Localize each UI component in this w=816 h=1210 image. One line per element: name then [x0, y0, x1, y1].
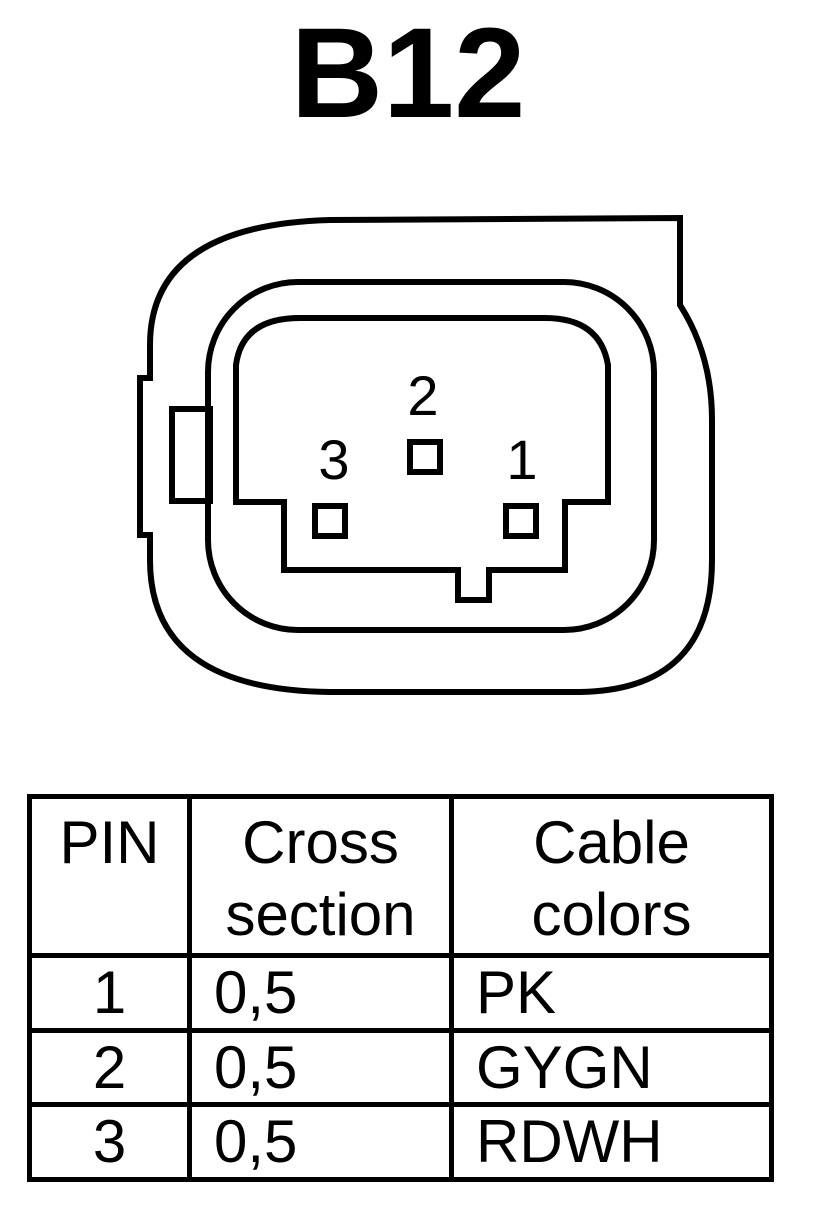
row-3-cross-section: 0,5: [187, 1102, 454, 1182]
header-pin: PIN: [27, 793, 192, 959]
pin-cavity: [233, 315, 611, 603]
header-cable-colors-line-2: colors: [531, 881, 692, 948]
table-row: 2 0,5 GYGN: [27, 1027, 774, 1108]
row-3-cable-color: RDWH: [449, 1102, 774, 1182]
row-2-pin: 2: [27, 1027, 192, 1108]
pin-label-2: 2: [407, 364, 438, 427]
row-1-pin: 1: [27, 953, 192, 1033]
pin-assignment-table: PIN Cross section Cable colors 1 0,5 PK …: [27, 793, 774, 1182]
row-1-cross-section: 0,5: [187, 953, 454, 1033]
connector-diagram: 1 2 3: [137, 214, 715, 695]
connector-inner-rim: [205, 279, 657, 633]
row-2-cable-color: GYGN: [449, 1027, 774, 1108]
table-row: 3 0,5 RDWH: [27, 1102, 774, 1182]
pin-label-1: 1: [506, 428, 537, 491]
header-cable-colors: Cable colors: [449, 793, 774, 959]
pin-terminal-2: [407, 439, 443, 475]
pin-label-3: 3: [318, 428, 349, 491]
row-3-pin: 3: [27, 1102, 192, 1182]
connector-latch: [169, 406, 213, 504]
header-cable-colors-line-1: Cable: [533, 809, 690, 876]
table-row: 1 0,5 PK: [27, 953, 774, 1033]
header-cross-section: Cross section: [187, 793, 454, 959]
header-cross-section-line-1: Cross: [242, 809, 399, 876]
row-2-cross-section: 0,5: [187, 1027, 454, 1108]
connector-outer-housing: [137, 214, 715, 695]
row-1-cable-color: PK: [449, 953, 774, 1033]
connector-title: B12: [290, 2, 526, 145]
pin-terminal-3: [312, 503, 348, 539]
pin-terminal-1: [503, 503, 539, 539]
header-cross-section-line-2: section: [225, 881, 416, 948]
table-header-row: PIN Cross section Cable colors: [27, 793, 774, 959]
